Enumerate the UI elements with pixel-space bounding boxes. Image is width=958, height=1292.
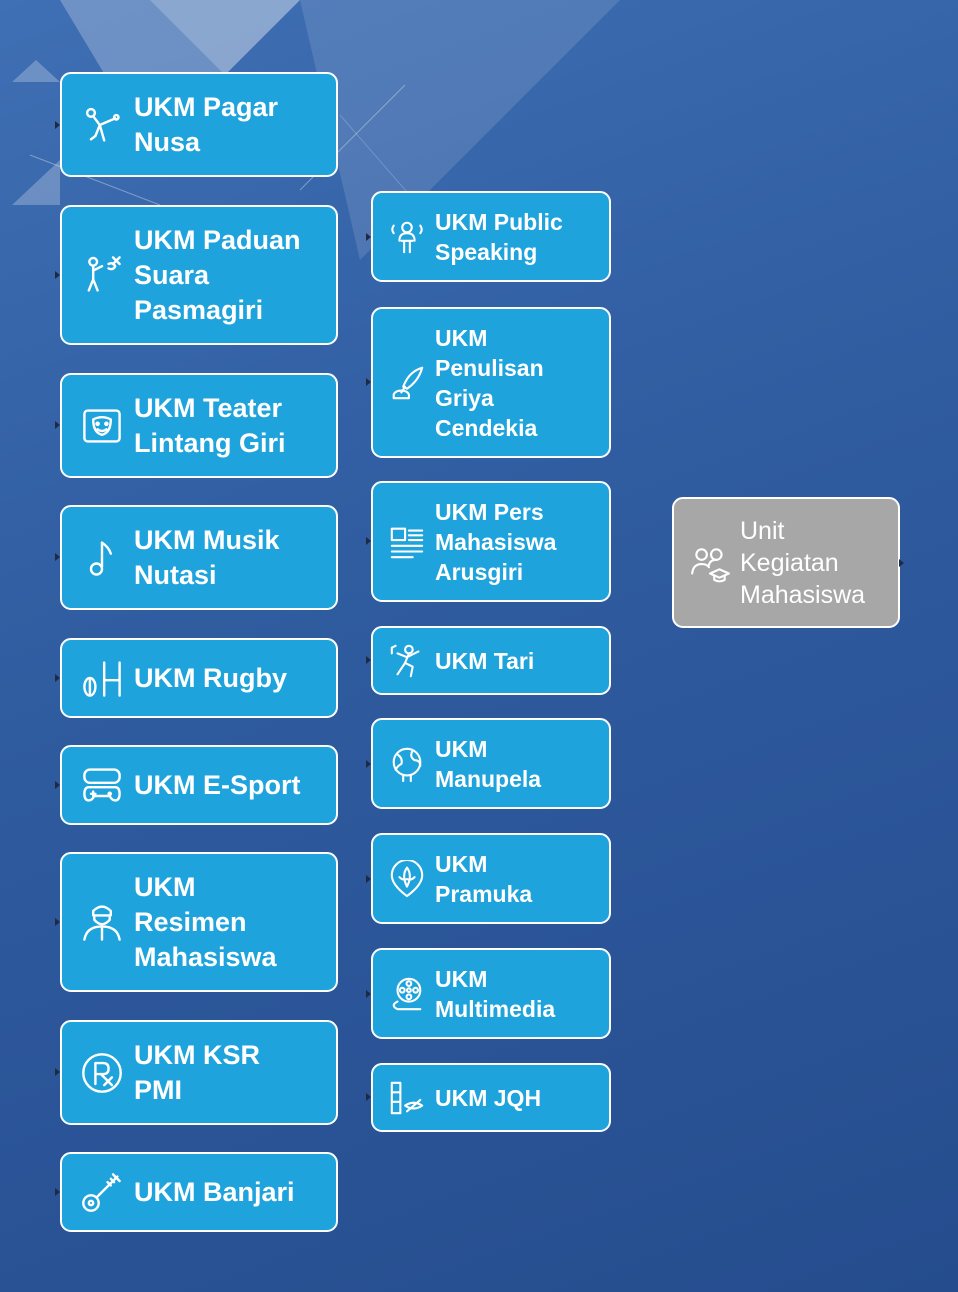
prescription-icon bbox=[76, 1051, 128, 1095]
root-label: Unit Kegiatan Mahasiswa bbox=[740, 516, 866, 609]
quran-stand-icon bbox=[385, 1079, 429, 1117]
connector-tick bbox=[55, 674, 60, 682]
node-label: UKM Tari bbox=[435, 647, 535, 674]
connector-tick bbox=[55, 271, 60, 279]
connector-tick bbox=[366, 656, 371, 664]
node-ukm-penulisan[interactable]: UKM Penulisan Griya Cendekia bbox=[371, 307, 611, 458]
film-reel-icon bbox=[385, 975, 429, 1013]
sitar-instrument-icon bbox=[76, 1170, 128, 1214]
node-label: UKM Pramuka bbox=[435, 850, 533, 907]
node-ukm-tari[interactable]: UKM Tari bbox=[371, 626, 611, 695]
node-ukm-esport[interactable]: UKM E-Sport bbox=[60, 745, 338, 825]
node-label: UKM KSR PMI bbox=[134, 1039, 260, 1105]
node-unit-kegiatan-mahasiswa[interactable]: Unit Kegiatan Mahasiswa bbox=[672, 497, 900, 628]
rugby-goal-icon bbox=[76, 656, 128, 700]
quill-ink-icon bbox=[385, 364, 429, 402]
connector-tick bbox=[55, 1188, 60, 1196]
newspaper-icon bbox=[385, 523, 429, 561]
node-ukm-banjari[interactable]: UKM Banjari bbox=[60, 1152, 338, 1232]
node-ukm-public-speaking[interactable]: UKM Public Speaking bbox=[371, 191, 611, 282]
node-label: UKM Multimedia bbox=[435, 965, 556, 1022]
node-label: UKM Musik Nutasi bbox=[134, 524, 280, 590]
node-label: UKM Penulisan Griya Cendekia bbox=[435, 324, 544, 441]
node-ukm-jqh[interactable]: UKM JQH bbox=[371, 1063, 611, 1132]
node-ukm-multimedia[interactable]: UKM Multimedia bbox=[371, 948, 611, 1039]
connector-tick bbox=[55, 421, 60, 429]
connector-tick bbox=[366, 1093, 371, 1101]
node-ukm-resimen[interactable]: UKM Resimen Mahasiswa bbox=[60, 852, 338, 992]
node-label: UKM Resimen Mahasiswa bbox=[134, 871, 277, 972]
music-note-icon bbox=[76, 536, 128, 580]
connector-tick bbox=[366, 378, 371, 386]
theater-mask-icon bbox=[76, 404, 128, 448]
node-ukm-pagar-nusa[interactable]: UKM Pagar Nusa bbox=[60, 72, 338, 177]
node-label: UKM Rugby bbox=[134, 662, 287, 693]
node-ukm-manupela[interactable]: UKM Manupela bbox=[371, 718, 611, 809]
node-ukm-pers[interactable]: UKM Pers Mahasiswa Arusgiri bbox=[371, 481, 611, 602]
connector-tick bbox=[55, 1068, 60, 1076]
connector-tick bbox=[366, 990, 371, 998]
node-label: UKM Pagar Nusa bbox=[134, 91, 279, 157]
connector-tick bbox=[366, 233, 371, 241]
node-label: UKM Manupela bbox=[435, 735, 542, 792]
node-ukm-paduan-suara[interactable]: UKM Paduan Suara Pasmagiri bbox=[60, 205, 338, 345]
dancer-icon bbox=[385, 642, 429, 680]
connector-tick bbox=[366, 760, 371, 768]
students-icon bbox=[688, 542, 732, 584]
scout-emblem-icon bbox=[385, 859, 429, 898]
martial-arts-kick-icon bbox=[76, 103, 128, 147]
connector-tick bbox=[55, 918, 60, 926]
node-label: UKM Paduan Suara Pasmagiri bbox=[134, 224, 301, 325]
node-ukm-musik[interactable]: UKM Musik Nutasi bbox=[60, 505, 338, 610]
connector-tick bbox=[366, 537, 371, 545]
node-ukm-teater[interactable]: UKM Teater Lintang Giri bbox=[60, 373, 338, 478]
connector-tick bbox=[55, 553, 60, 561]
node-label: UKM E-Sport bbox=[134, 769, 301, 800]
singer-microphone-icon bbox=[76, 253, 128, 297]
connector-tick bbox=[55, 121, 60, 129]
speaker-icon bbox=[385, 218, 429, 256]
node-label: UKM Public Speaking bbox=[435, 208, 563, 265]
node-ukm-ksr-pmi[interactable]: UKM KSR PMI bbox=[60, 1020, 338, 1125]
connector-tick bbox=[55, 781, 60, 789]
connector-tick bbox=[899, 559, 904, 567]
node-label: UKM Banjari bbox=[134, 1176, 295, 1207]
node-ukm-pramuka[interactable]: UKM Pramuka bbox=[371, 833, 611, 924]
node-ukm-rugby[interactable]: UKM Rugby bbox=[60, 638, 338, 718]
node-label: UKM JQH bbox=[435, 1084, 542, 1111]
nature-globe-icon bbox=[385, 745, 429, 783]
node-label: UKM Teater Lintang Giri bbox=[134, 392, 286, 458]
vr-headset-gamepad-icon bbox=[76, 763, 128, 807]
node-label: UKM Pers Mahasiswa Arusgiri bbox=[435, 498, 557, 585]
connector-tick bbox=[366, 875, 371, 883]
soldier-icon bbox=[76, 900, 128, 944]
